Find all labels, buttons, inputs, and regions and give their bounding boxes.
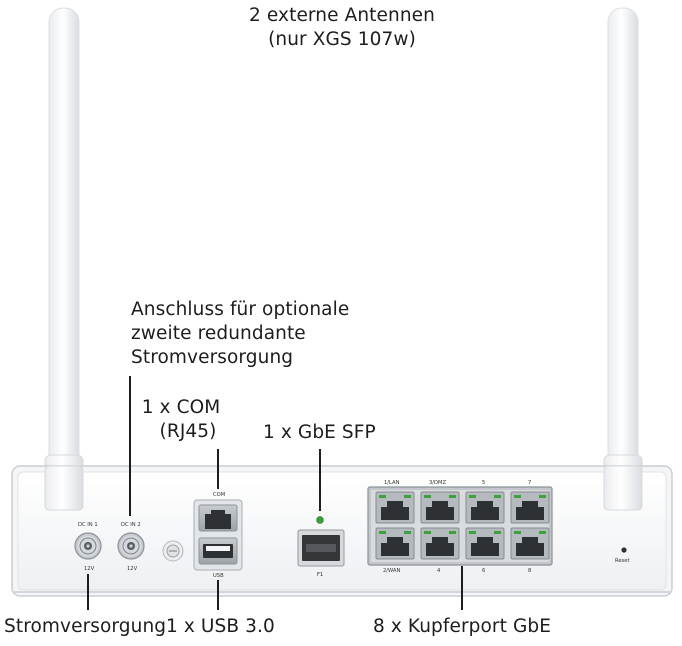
dc-in-2-label: DC IN 2 bbox=[121, 522, 141, 528]
callout-com-line1: 1 x COM bbox=[141, 397, 221, 418]
rj45-port-icon bbox=[198, 504, 238, 532]
dc-in-1-connector: DC IN 1 12V bbox=[74, 522, 102, 572]
leader-sfp bbox=[319, 449, 321, 511]
leader-copper bbox=[461, 566, 463, 610]
leader-com bbox=[217, 449, 219, 489]
rj45-port-4-icon bbox=[420, 527, 460, 560]
callout-redundant-line3: Stromversorgung bbox=[131, 347, 294, 368]
dc-in-2-voltage: 12V bbox=[127, 566, 138, 572]
port-label-8: 8 bbox=[528, 568, 531, 574]
sfp-status-led bbox=[316, 516, 324, 524]
sfp-cage-icon: F1 bbox=[297, 516, 345, 578]
dc-in-1-label: DC IN 1 bbox=[78, 522, 98, 528]
callout-com: 1 x COM (RJ45) bbox=[131, 397, 231, 443]
reset-pinhole-icon: Reset bbox=[615, 547, 630, 564]
rj45-port-8-icon bbox=[510, 527, 550, 560]
callout-redundant-line2: zweite redundante bbox=[131, 323, 306, 344]
callout-antennas-line1: 2 externe Antennen bbox=[249, 5, 435, 26]
callout-sfp: 1 x GbE SFP bbox=[263, 422, 376, 443]
port-label-1-lan: 1/LAN bbox=[384, 480, 400, 486]
callout-copper: 8 x Kupferport GbE bbox=[373, 616, 552, 637]
leader-redundant-power bbox=[129, 376, 131, 516]
port-label-5: 5 bbox=[482, 480, 485, 486]
usb-label: USB bbox=[213, 573, 224, 579]
rj45-port-1-lan-icon bbox=[375, 491, 415, 524]
port-label-6: 6 bbox=[482, 568, 485, 574]
copper-port-block: 1/LAN 3/DMZ 5 7 2/WAN 4 6 8 bbox=[367, 480, 553, 574]
port-label-2-wan: 2/WAN bbox=[383, 568, 400, 574]
leader-power bbox=[87, 574, 89, 610]
callout-com-line2: (RJ45) bbox=[159, 421, 217, 442]
dc-in-1-voltage: 12V bbox=[84, 566, 95, 572]
rj45-port-6-icon bbox=[465, 527, 505, 560]
com-label: COM bbox=[213, 492, 225, 498]
rj45-port-7-icon bbox=[510, 491, 550, 524]
port-label-3-dmz: 3/DMZ bbox=[429, 480, 447, 486]
dc-in-2-connector: DC IN 2 12V bbox=[117, 522, 145, 572]
callout-usb: 1 x USB 3.0 bbox=[166, 616, 275, 637]
ground-screw-icon bbox=[162, 540, 184, 562]
usb-port-icon bbox=[198, 537, 238, 565]
port-label-7: 7 bbox=[528, 480, 531, 486]
reset-label: Reset bbox=[615, 558, 630, 564]
callout-power: Stromversorgung bbox=[4, 616, 167, 637]
callout-redundant-power: Anschluss für optionale zweite redundant… bbox=[131, 298, 349, 370]
callout-redundant-line1: Anschluss für optionale bbox=[131, 299, 350, 320]
leader-usb bbox=[217, 580, 219, 610]
com-usb-block: COM USB bbox=[193, 492, 243, 579]
rj45-port-3-dmz-icon bbox=[420, 491, 460, 524]
callout-antennas: 2 externe Antennen (nur XGS 107w) bbox=[232, 5, 452, 51]
port-label-4: 4 bbox=[437, 568, 441, 574]
rj45-port-2-wan-icon bbox=[375, 527, 415, 560]
antenna-right-icon bbox=[603, 7, 643, 516]
sfp-label: F1 bbox=[317, 572, 323, 578]
callout-antennas-line2: (nur XGS 107w) bbox=[268, 29, 416, 50]
rj45-port-5-icon bbox=[465, 491, 505, 524]
antenna-left-icon bbox=[44, 7, 84, 516]
